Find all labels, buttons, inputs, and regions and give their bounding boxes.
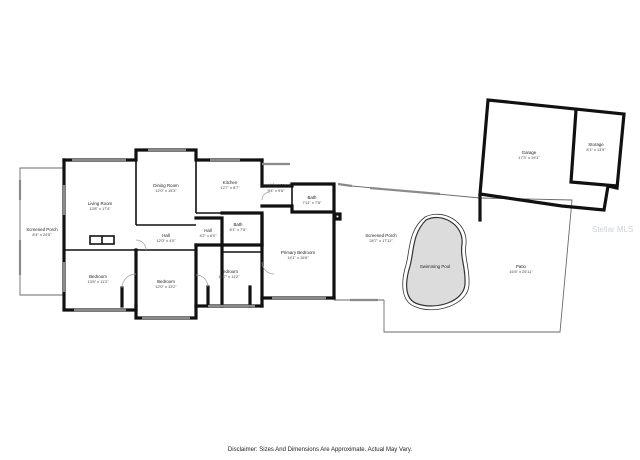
dims-bedroom-mid: 12'0" x 13'2": [155, 284, 177, 289]
label-screened-porch-left: Screened Porch: [26, 227, 58, 232]
dims-patio: 16'6" x 25'11": [509, 269, 533, 274]
dims-bedroom-right: 12'7" x 11'2": [218, 274, 240, 279]
dims-kitchen: 12'7" x 8'7": [220, 185, 240, 190]
swimming-pool: [402, 213, 470, 311]
label-breakfast-nook: Breakfast Nook: [261, 183, 292, 188]
label-living-room: Living Room: [88, 201, 113, 206]
label-bath-primary: Bath: [307, 195, 317, 200]
label-patio: Patio: [516, 264, 527, 269]
primary-suite-walls: [260, 182, 342, 300]
dims-dining-room: 12'0" x 15'3": [155, 188, 177, 193]
doors: [121, 191, 275, 289]
label-storage: Storage: [588, 142, 604, 147]
dims-primary-bedroom: 14'1" x 16'6": [287, 255, 309, 260]
label-garage: Garage: [522, 150, 537, 155]
label-swimming-pool: Swimming Pool: [420, 264, 450, 269]
dims-garage: 17'3" x 19'1": [518, 155, 540, 160]
dims-bath-primary: 7'11" x 7'8": [303, 200, 323, 205]
label-kitchen: Kitchen: [223, 180, 238, 185]
watermark: Stellar MLS: [592, 225, 633, 234]
dims-screened-porch-left: 8'4" x 24'5": [32, 232, 52, 237]
dims-hall-main: 12'0" x 4'0": [156, 238, 176, 243]
patio-outline: [478, 194, 573, 333]
dims-breakfast-nook: 9'4" x 9'6": [267, 188, 285, 193]
screened-porch-left-outline: [18, 167, 64, 296]
dims-hall-small: 4'2" x 6'0": [199, 233, 217, 238]
room-labels: Screened Porch 8'4" x 24'5" Living Room …: [26, 142, 606, 289]
dims-bath-hall: 8'1" x 7'5": [229, 227, 247, 232]
label-bedroom-left: Bedroom: [89, 274, 107, 279]
windows: [62, 148, 326, 320]
dims-screened-porch-right: 28'7" x 17'11": [369, 238, 393, 243]
screened-porch-right-outline: [334, 182, 481, 333]
dims-storage: 8'1" x 13'9": [586, 147, 606, 152]
label-dining-room: Dining Room: [153, 183, 179, 188]
label-hall-small: Hall: [204, 228, 212, 233]
disclaimer-text: Disclaimer: Sizes And Dimensions Are App…: [227, 447, 413, 453]
label-primary-bedroom: Primary Bedroom: [281, 250, 316, 255]
label-bath-hall: Bath: [233, 222, 243, 227]
house-walls: [62, 148, 264, 320]
label-bedroom-right: Bedroom: [220, 269, 238, 274]
garage-walls: [478, 98, 626, 212]
dims-living-room: 13'8" x 17'4": [89, 206, 111, 211]
label-bedroom-mid: Bedroom: [157, 279, 175, 284]
dims-bedroom-left: 13'8" x 11'2": [87, 279, 109, 284]
label-hall-main: Hall: [162, 233, 170, 238]
label-screened-porch-right: Screened Porch: [365, 233, 397, 238]
